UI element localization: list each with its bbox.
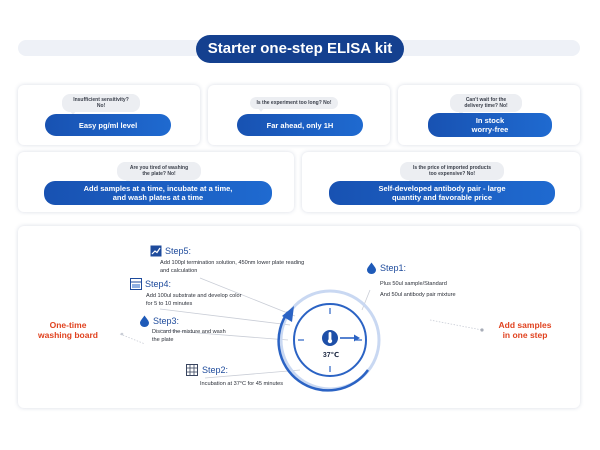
step3-text: Discard the mixture and wash the plate xyxy=(152,329,226,343)
chart-icon xyxy=(150,245,162,257)
page-title: Starter one-step ELISA kit xyxy=(196,35,404,63)
connector-dot-right xyxy=(480,328,484,332)
step2-text: Incubation at 37°C for 45 minutes xyxy=(200,381,284,387)
outer-ring xyxy=(279,289,381,391)
right-label: Add samples in one step xyxy=(498,320,552,340)
question-bubble-2: Is the experiment too long? No! xyxy=(250,97,338,112)
connector-step3 xyxy=(159,329,289,341)
connector-dot-left xyxy=(120,332,124,336)
step5-title: Step5: xyxy=(165,246,192,256)
step2-title: Step2: xyxy=(202,365,229,375)
thermometer-icon xyxy=(322,330,338,346)
step3-title: Step3: xyxy=(153,316,180,326)
ring-arrowhead xyxy=(282,306,294,322)
ring-arc xyxy=(277,311,370,392)
answer-button-1[interactable]: Easy pg/ml level xyxy=(45,114,171,136)
answer-button-2[interactable]: Far ahead, only 1H xyxy=(237,114,363,136)
drop-icon-step1 xyxy=(367,262,376,274)
connector-right xyxy=(429,319,483,331)
grid-plate-icon xyxy=(130,278,142,290)
connector-step4 xyxy=(159,308,291,326)
question-bubble-1: Insufficient sensitivity? No! xyxy=(62,94,140,115)
arrow-icon xyxy=(340,334,360,342)
step5-text: Add 100pl termination solution, 450nm lo… xyxy=(160,260,305,274)
connector-step5 xyxy=(199,277,296,317)
step4-text: Add 100ul substrate and develop color fo… xyxy=(146,293,242,307)
connector-step1 xyxy=(361,289,371,311)
answer-button-3[interactable]: In stock worry-free xyxy=(428,113,552,137)
connector-step2 xyxy=(204,369,301,379)
step4-title: Step4: xyxy=(145,279,172,289)
connector-left xyxy=(119,333,146,345)
step1-line-1: Plus 50ul sample/Standard xyxy=(380,281,447,287)
step1-line-2: And 50ul antibody pair mixture xyxy=(380,292,456,298)
answer-button-4[interactable]: Add samples at a time, incubate at a tim… xyxy=(44,181,272,205)
answer-button-5[interactable]: Self-developed antibody pair - large qua… xyxy=(329,181,555,205)
grid-plate-icon-step2 xyxy=(186,364,198,376)
question-bubble-5: Is the price of imported products too ex… xyxy=(400,162,504,183)
question-bubble-3: Can't wait for the delivery time? No! xyxy=(450,94,522,115)
left-label: One-time washing board xyxy=(38,320,98,340)
step1-title: Step1: xyxy=(380,263,407,273)
temperature-label: 37℃ xyxy=(322,352,340,359)
drop-icon-step3 xyxy=(140,315,149,327)
